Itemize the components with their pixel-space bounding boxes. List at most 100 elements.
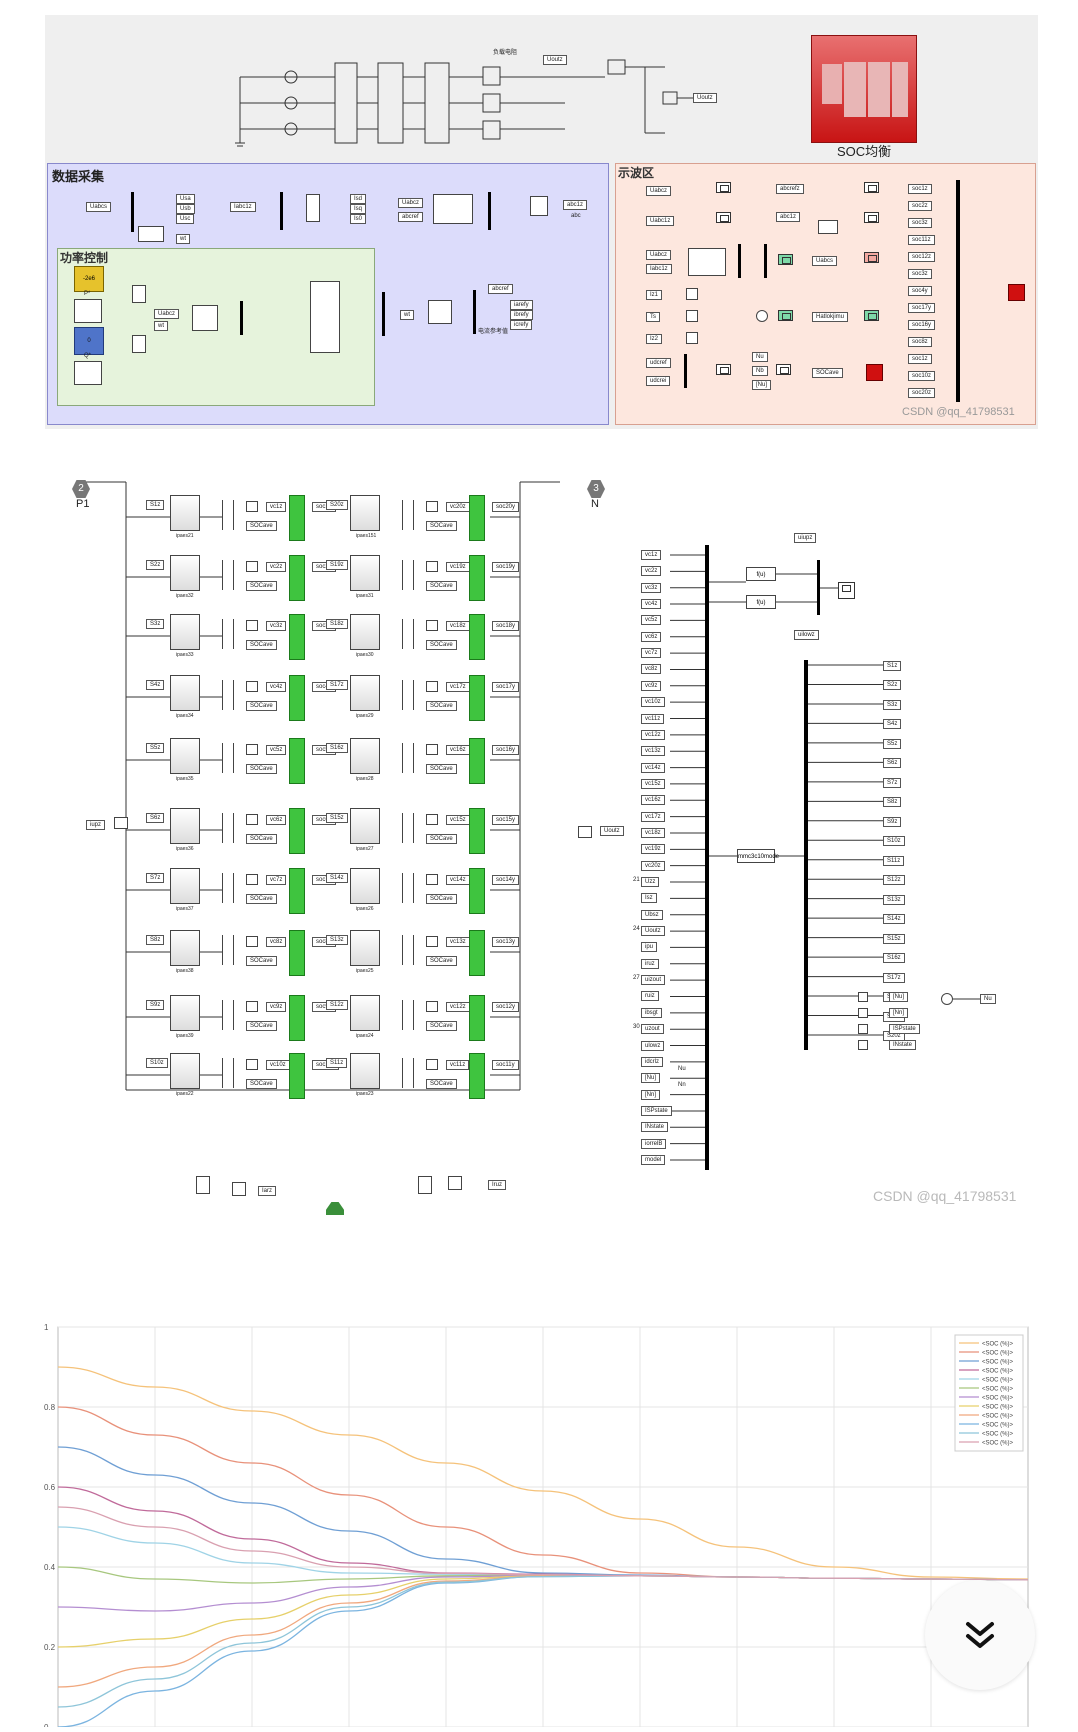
meas-block-right-8[interactable] [426, 1001, 438, 1012]
battery-block-right-0[interactable] [469, 495, 485, 541]
sc-pq-block[interactable] [688, 248, 726, 276]
q-sum[interactable] [132, 335, 146, 353]
cap-block-left-1[interactable] [222, 560, 234, 590]
scope-11[interactable] [866, 364, 883, 381]
cap-block-right-4[interactable] [402, 743, 414, 773]
meas-block-right-5[interactable] [426, 814, 438, 825]
bottom-gain-2[interactable] [448, 1176, 462, 1190]
meas-block-left-2[interactable] [246, 620, 258, 631]
battery-block-left-3[interactable] [289, 675, 305, 721]
converter-block-right-5[interactable] [350, 808, 380, 844]
soc-balance-subsystem[interactable] [811, 35, 917, 143]
bottom-sum-2[interactable] [418, 1176, 432, 1194]
battery-block-right-4[interactable] [469, 738, 485, 784]
scope-8[interactable] [864, 310, 879, 321]
acq-pq-block[interactable] [433, 194, 473, 224]
fcn-scope[interactable] [838, 582, 855, 599]
cap-block-right-0[interactable] [402, 500, 414, 530]
pc-controller[interactable] [310, 281, 340, 353]
goto-gain-0[interactable] [858, 992, 868, 1002]
meas-block-right-1[interactable] [426, 561, 438, 572]
meas-block-left-6[interactable] [246, 874, 258, 885]
converter-block-right-2[interactable] [350, 614, 380, 650]
converter-block-left-0[interactable] [170, 495, 200, 531]
cap-block-left-0[interactable] [222, 500, 234, 530]
sc-gain-1[interactable] [686, 288, 698, 300]
battery-block-right-6[interactable] [469, 868, 485, 914]
cap-block-left-9[interactable] [222, 1058, 234, 1088]
cap-block-right-1[interactable] [402, 560, 414, 590]
fcn-block-1[interactable]: f(u) [746, 567, 776, 581]
converter-block-left-9[interactable] [170, 1053, 200, 1089]
cap-block-right-5[interactable] [402, 813, 414, 843]
meas-block-left-1[interactable] [246, 561, 258, 572]
sc-sum-block[interactable] [756, 310, 768, 322]
scope-10[interactable] [776, 364, 791, 375]
meas-block-right-6[interactable] [426, 874, 438, 885]
meas-block-right-9[interactable] [426, 1059, 438, 1070]
converter-block-left-5[interactable] [170, 808, 200, 844]
q-const-block[interactable]: 0 [74, 327, 104, 355]
scroll-down-button[interactable] [925, 1580, 1035, 1690]
dq0-to-abc-block[interactable] [428, 300, 452, 324]
cap-block-right-2[interactable] [402, 619, 414, 649]
converter-block-right-9[interactable] [350, 1053, 380, 1089]
goto-gain-1[interactable] [858, 1008, 868, 1018]
meas-block-right-4[interactable] [426, 744, 438, 755]
abc-to-dq0-block[interactable] [192, 305, 218, 331]
scope-2[interactable] [716, 212, 731, 223]
converter-block-right-7[interactable] [350, 930, 380, 966]
converter-block-right-0[interactable] [350, 495, 380, 531]
cap-block-left-5[interactable] [222, 813, 234, 843]
meas-block-right-3[interactable] [426, 681, 438, 692]
p-step-block[interactable] [74, 299, 102, 323]
converter-block-right-1[interactable] [350, 555, 380, 591]
converter-block-right-8[interactable] [350, 995, 380, 1031]
bottom-gain-1[interactable] [232, 1182, 246, 1196]
battery-block-right-9[interactable] [469, 1053, 485, 1099]
acq-gain-block[interactable] [306, 194, 320, 222]
acq-pll-block[interactable] [138, 226, 164, 242]
battery-block-right-5[interactable] [469, 808, 485, 854]
converter-block-left-7[interactable] [170, 930, 200, 966]
scope-3[interactable] [778, 254, 793, 265]
p-const-block[interactable]: -2e6 [74, 266, 104, 292]
sc-fcn-block[interactable] [818, 220, 838, 234]
acq-prod-block[interactable] [530, 196, 548, 216]
cap-block-right-7[interactable] [402, 935, 414, 965]
p-sum[interactable] [132, 285, 146, 303]
sfunction-block[interactable]: mmc3c10mode [737, 849, 779, 863]
battery-block-left-8[interactable] [289, 995, 305, 1041]
battery-block-left-5[interactable] [289, 808, 305, 854]
battery-block-left-2[interactable] [289, 614, 305, 660]
meas-block-left-4[interactable] [246, 744, 258, 755]
converter-block-right-6[interactable] [350, 868, 380, 904]
cap-block-right-8[interactable] [402, 1000, 414, 1030]
io-left-gain[interactable] [114, 817, 128, 829]
meas-block-right-7[interactable] [426, 936, 438, 947]
meas-block-left-9[interactable] [246, 1059, 258, 1070]
sc-gain-3[interactable] [686, 332, 698, 344]
battery-block-right-7[interactable] [469, 930, 485, 976]
scope-9[interactable] [716, 364, 731, 375]
battery-block-left-4[interactable] [289, 738, 305, 784]
battery-block-left-7[interactable] [289, 930, 305, 976]
sc-gain-2[interactable] [686, 310, 698, 322]
battery-block-left-9[interactable] [289, 1053, 305, 1099]
converter-block-left-1[interactable] [170, 555, 200, 591]
battery-block-right-8[interactable] [469, 995, 485, 1041]
meas-block-left-3[interactable] [246, 681, 258, 692]
cap-block-right-9[interactable] [402, 1058, 414, 1088]
fcn-block-2[interactable]: f(u) [746, 595, 776, 609]
cap-block-left-2[interactable] [222, 619, 234, 649]
meas-block-left-8[interactable] [246, 1001, 258, 1012]
q-step-block[interactable] [74, 361, 102, 385]
battery-block-right-1[interactable] [469, 555, 485, 601]
battery-block-right-2[interactable] [469, 614, 485, 660]
converter-block-left-4[interactable] [170, 738, 200, 774]
scope-5[interactable] [864, 212, 879, 223]
meas-block-right-0[interactable] [426, 501, 438, 512]
scope-6[interactable] [864, 252, 879, 263]
goto-gain-2[interactable] [858, 1024, 868, 1034]
cap-block-left-8[interactable] [222, 1000, 234, 1030]
